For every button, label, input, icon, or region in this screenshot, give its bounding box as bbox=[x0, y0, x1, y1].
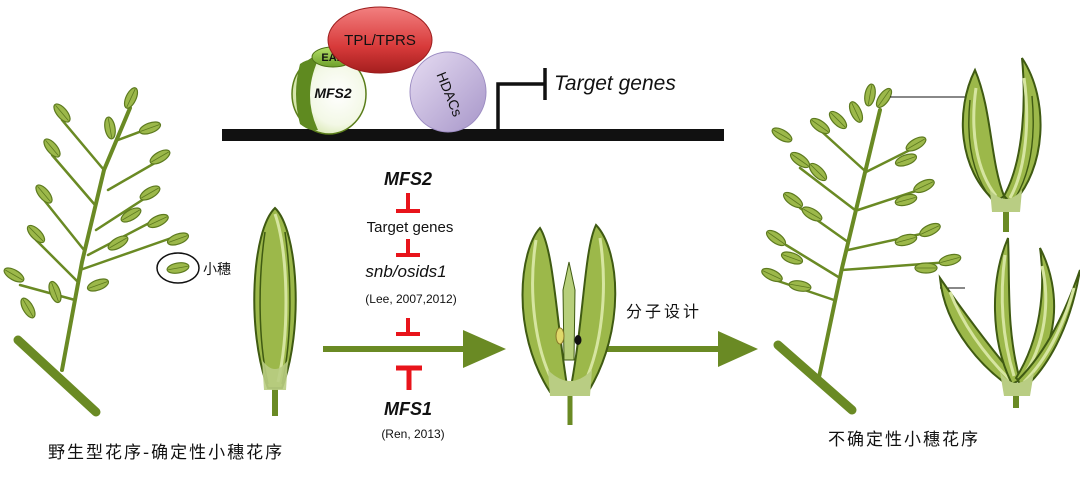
mutant-floret bbox=[521, 223, 617, 425]
indeterminate-caption: 不确定性小穗花序 bbox=[828, 430, 980, 450]
wild-type-caption: 野生型花序-确定性小穗花序 bbox=[48, 443, 284, 463]
design-arrow-head bbox=[718, 331, 758, 367]
dna-bar bbox=[222, 129, 724, 141]
hdacs-protein bbox=[409, 51, 487, 133]
target-genes-label: Target genes bbox=[554, 72, 676, 95]
repressor-complex: HDACs EAR MFS2 TPL/TPRS Target genes bbox=[222, 6, 724, 141]
enlarged-spikelet-top bbox=[961, 57, 1042, 232]
inhibit-symbol-1 bbox=[396, 193, 420, 213]
spikelet-highlight-circle bbox=[156, 252, 200, 284]
pathway-target-genes: Target genes bbox=[367, 219, 454, 236]
pathway-mfs1: MFS1 bbox=[384, 399, 432, 419]
inhibit-symbol-4 bbox=[396, 365, 422, 390]
main-arrow-head bbox=[463, 330, 506, 368]
spikelet-label: 小穗 bbox=[203, 262, 231, 278]
inhibit-symbol-2 bbox=[396, 239, 420, 257]
pathway-snb: snb/osids1 bbox=[365, 262, 446, 281]
inhibit-symbol-3 bbox=[396, 318, 420, 336]
ref-ren: (Ren, 2013) bbox=[381, 427, 444, 441]
wild-type-spikelet bbox=[253, 206, 297, 416]
wild-type-panicle bbox=[13, 106, 182, 417]
pathway-mfs2: MFS2 bbox=[384, 169, 432, 189]
molecular-design-label: 分子设计 bbox=[626, 302, 702, 321]
promoter-arrow bbox=[496, 82, 545, 129]
tpl-label: TPL/TPRS bbox=[344, 32, 416, 49]
enlarged-spikelet-bottom bbox=[938, 237, 1080, 408]
mfs2-complex-label: MFS2 bbox=[314, 85, 352, 101]
tpl-protein bbox=[327, 6, 433, 74]
pathway: MFS2 Target genes snb/osids1 (Lee, 2007,… bbox=[323, 169, 758, 441]
indeterminate-panicle bbox=[773, 108, 952, 415]
ref-lee: (Lee, 2007,2012) bbox=[365, 292, 456, 306]
